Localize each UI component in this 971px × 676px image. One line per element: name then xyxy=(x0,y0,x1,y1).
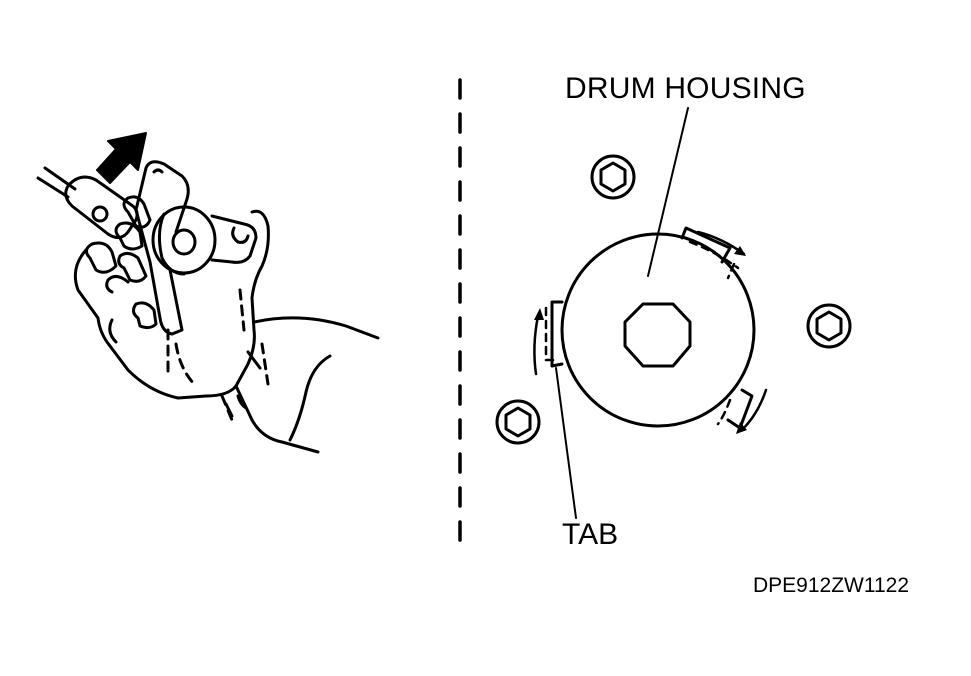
drum xyxy=(560,232,756,428)
lever-bracket xyxy=(134,160,190,336)
tab-label: TAB xyxy=(562,518,619,551)
thumb xyxy=(117,251,148,283)
hand-tool-illustration xyxy=(36,160,380,454)
bolt-icon xyxy=(590,154,636,200)
drum-housing-label: DRUM HOUSING xyxy=(565,72,806,105)
bolt-icon xyxy=(495,399,541,445)
sleeve xyxy=(234,316,380,454)
rotation-arrow-icon xyxy=(533,314,540,376)
drum-housing-leader xyxy=(647,107,689,277)
rotation-arrow-icon xyxy=(740,388,768,432)
bolt-icon xyxy=(806,303,852,349)
hex-hole-icon xyxy=(623,302,692,368)
tab xyxy=(726,388,754,430)
finger-1 xyxy=(122,195,152,229)
finger-3 xyxy=(85,241,118,274)
tab-leader xyxy=(555,367,577,519)
figure-code: DPE912ZW1122 xyxy=(753,574,910,597)
drum-housing-view xyxy=(495,107,852,519)
tab xyxy=(680,226,732,264)
up-arrow-icon xyxy=(96,132,147,184)
tab xyxy=(550,300,564,368)
finger-2 xyxy=(114,221,144,251)
